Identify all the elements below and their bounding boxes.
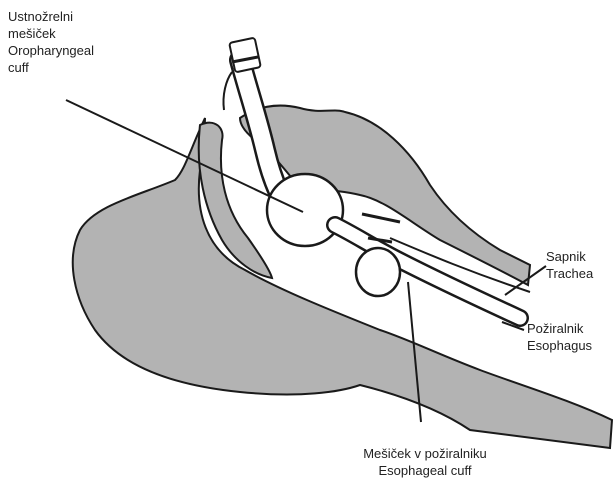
label-ecuff-line1: Mešiček v požiralniku [330,445,520,462]
label-ecuff-line2: Esophageal cuff [330,462,520,479]
label-trachea-line1: Sapnik [546,248,593,265]
label-trachea: Sapnik Trachea [546,248,593,282]
label-oro-line3: Oropharyngeal [8,42,94,59]
label-oropharyngeal-cuff: Ustnožrelni mešiček Oropharyngeal cuff [8,8,94,76]
label-oro-line4: cuff [8,59,94,76]
label-oro-line1: Ustnožrelni [8,8,94,25]
label-esophageal-cuff: Mešiček v požiralniku Esophageal cuff [330,445,520,479]
label-eso-line1: Požiralnik [527,320,592,337]
label-trachea-line2: Trachea [546,265,593,282]
label-esophagus: Požiralnik Esophagus [527,320,592,354]
tube-connector [229,38,261,73]
label-eso-line2: Esophagus [527,337,592,354]
pilot-line [223,72,232,110]
label-oro-line2: mešiček [8,25,94,42]
oropharyngeal-cuff [267,174,343,246]
esophageal-cuff [356,248,400,296]
vocal-fold [362,214,400,222]
